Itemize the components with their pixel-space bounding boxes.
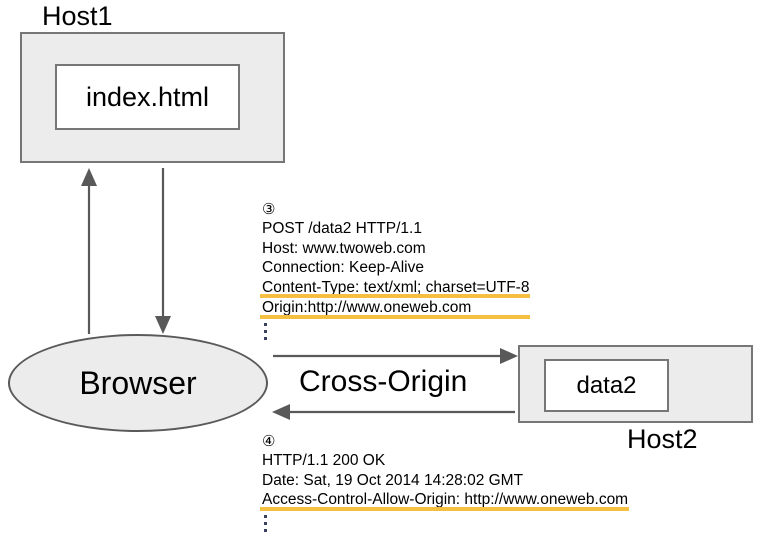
response-message-block: ④ HTTP/1.1 200 OK Date: Sat, 19 Oct 2014… xyxy=(259,432,630,536)
host2-box: data2 xyxy=(518,345,753,423)
host2-to-browser-response-arrow xyxy=(272,404,515,420)
host1-label: Host1 xyxy=(42,1,113,31)
vertical-ellipsis-icon xyxy=(264,322,267,340)
host1-box: index.html xyxy=(20,32,285,163)
browser-label: Browser xyxy=(79,365,197,401)
host1-to-browser-arrow xyxy=(155,168,171,334)
host1-resource-label: index.html xyxy=(85,82,210,112)
response-line: HTTP/1.1 200 OK xyxy=(262,452,386,469)
host2-resource-box: data2 xyxy=(544,359,669,412)
host2-resource-label: data2 xyxy=(576,371,637,399)
browser-to-host1-arrow xyxy=(81,168,97,334)
request-message-block: ③ POST /data2 HTTP/1.1 Host: www.twoweb.… xyxy=(259,200,531,344)
host1-resource-box: index.html xyxy=(55,64,240,130)
request-step-marker: ③ xyxy=(262,201,276,218)
response-line-highlighted: Access-Control-Allow-Origin: http://www.… xyxy=(259,490,630,511)
browser-node: Browser xyxy=(8,334,268,432)
request-line-highlighted: Origin:http://www.oneweb.com xyxy=(259,298,531,319)
request-line-highlighted: Content-Type: text/xml; charset=UTF-8 xyxy=(259,278,531,299)
browser-to-host2-request-arrow xyxy=(273,348,518,364)
vertical-ellipsis-icon xyxy=(264,514,267,532)
response-step-marker: ④ xyxy=(262,433,276,450)
host2-label: Host2 xyxy=(627,424,698,454)
response-line: Date: Sat, 19 Oct 2014 14:28:02 GMT xyxy=(262,471,524,489)
cross-origin-label: Cross-Origin xyxy=(299,365,468,398)
request-line: Host: www.twoweb.com xyxy=(262,239,426,257)
request-line: Connection: Keep-Alive xyxy=(262,259,424,277)
request-line: POST /data2 HTTP/1.1 xyxy=(262,220,422,237)
